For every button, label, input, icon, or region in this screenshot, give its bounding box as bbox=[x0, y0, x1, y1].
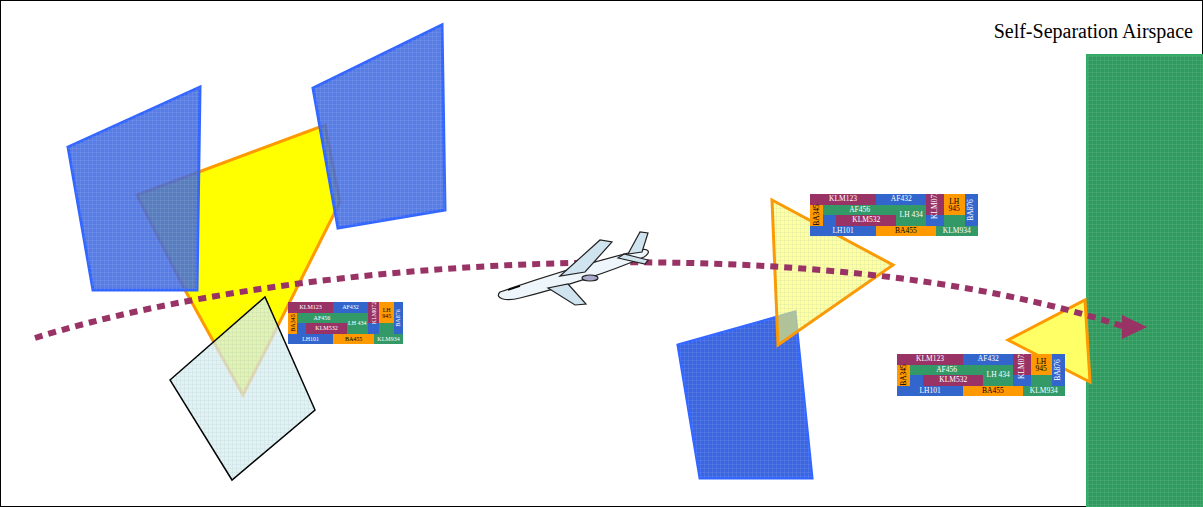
flight-id: BA345 bbox=[900, 364, 908, 386]
flight-id: BA876 bbox=[1055, 359, 1063, 381]
flight-id: LH 434 bbox=[347, 320, 368, 326]
strip-cell: BA455 bbox=[963, 386, 1023, 397]
strip-cell: KLM123 bbox=[288, 302, 333, 313]
strip-filler bbox=[297, 323, 306, 334]
strip-cell: BA345 bbox=[897, 365, 910, 386]
flight-id: AF432 bbox=[978, 356, 999, 364]
flight-id: LH 945 bbox=[1031, 357, 1052, 372]
strip-cell: LH101 bbox=[810, 226, 876, 237]
strip-cell: BA876 bbox=[965, 194, 978, 226]
strip-cell: KLM072 bbox=[368, 302, 380, 323]
flight-id: AF456 bbox=[314, 315, 331, 321]
diagram-title: Self-Separation Airspace bbox=[994, 20, 1193, 43]
strip-cell: LH 945 bbox=[1031, 354, 1052, 375]
strip-cell: KLM934 bbox=[374, 334, 403, 345]
strip-cell: KLM532 bbox=[306, 323, 347, 334]
flight-id: BA876 bbox=[968, 199, 976, 221]
strip-cell: KLM072 bbox=[926, 194, 943, 215]
flight-id: AF432 bbox=[891, 196, 912, 204]
strip-cell: AF456 bbox=[297, 313, 347, 324]
strip-filler bbox=[944, 215, 965, 226]
strip-filler bbox=[368, 323, 380, 334]
flight-id: BA455 bbox=[982, 387, 1004, 395]
flight-id: LH101 bbox=[919, 387, 940, 395]
strip-cell: AF432 bbox=[333, 302, 367, 313]
strip-cell: LH 434 bbox=[347, 313, 368, 334]
strip-cell: KLM532 bbox=[836, 215, 896, 226]
flight-id: BA876 bbox=[395, 309, 401, 326]
strip-cell: LH 434 bbox=[983, 365, 1013, 386]
strip-cell: KLM123 bbox=[810, 194, 876, 205]
flight-id: KLM532 bbox=[939, 377, 967, 385]
green-grid bbox=[1087, 55, 1203, 507]
trajectory-arrowhead bbox=[1122, 315, 1147, 339]
flight-id: KLM532 bbox=[315, 325, 337, 331]
flight-id: BA345 bbox=[290, 314, 296, 331]
flight-id: KLM072 bbox=[371, 301, 377, 323]
strip-cell: KLM532 bbox=[923, 375, 983, 386]
flight-id: KLM934 bbox=[377, 336, 399, 342]
flight-id: KLM934 bbox=[1030, 387, 1058, 395]
strip-cell: LH 945 bbox=[379, 302, 393, 323]
strip-cell: BA455 bbox=[333, 334, 374, 345]
flight-id: AF432 bbox=[342, 304, 359, 310]
strip-cell: KLM123 bbox=[897, 354, 963, 365]
flight-strip-table: KLM123AF432KLM072LH 945BA876BA345AF456LH… bbox=[897, 354, 1065, 396]
flight-id: BA345 bbox=[813, 204, 821, 226]
green-region bbox=[1087, 55, 1203, 507]
flight-strip-table: KLM123 AF432 KLM072LH 945BA876 BA345 AF456LH… bbox=[288, 302, 403, 344]
flight-id: LH 945 bbox=[944, 197, 965, 212]
restricted-zone bbox=[313, 25, 445, 228]
strip-cell: LH101 bbox=[288, 334, 333, 345]
flight-id: KLM934 bbox=[943, 227, 971, 235]
light-zone-grid bbox=[170, 297, 315, 480]
strip-filler bbox=[910, 375, 923, 386]
strip-cell: BA876 bbox=[1052, 354, 1065, 386]
flight-id: KLM072 bbox=[931, 191, 939, 219]
flight-id: BA455 bbox=[345, 336, 362, 342]
strip-filler bbox=[823, 215, 836, 226]
flight-id: KLM123 bbox=[829, 196, 857, 204]
strip-cell: KLM934 bbox=[1023, 386, 1065, 397]
flight-id: AF456 bbox=[849, 206, 870, 214]
flight-id: LH 434 bbox=[896, 211, 926, 219]
strip-cell: BA876 bbox=[394, 302, 403, 334]
strip-cell: BA455 bbox=[876, 226, 936, 237]
strip-cell: AF456 bbox=[910, 365, 983, 376]
flight-id: LH101 bbox=[832, 227, 853, 235]
flight-id: LH 945 bbox=[379, 307, 393, 319]
strip-cell: LH 945 bbox=[944, 194, 965, 215]
strip-cell: KLM934 bbox=[936, 226, 978, 237]
strip-cell: KLM072 bbox=[1013, 354, 1030, 375]
restricted-zone bbox=[68, 87, 200, 290]
strip-filler bbox=[1031, 375, 1052, 386]
strip-cell: LH 434 bbox=[896, 205, 926, 226]
strip-cell: LH101 bbox=[897, 386, 963, 397]
flight-id: KLM123 bbox=[916, 356, 944, 364]
flight-strip-table: KLM123AF432KLM072LH 945BA876BA345AF456LH… bbox=[810, 194, 978, 236]
flight-id: AF456 bbox=[936, 366, 957, 374]
flight-id: KLM532 bbox=[852, 217, 880, 225]
flight-id: KLM072 bbox=[1018, 351, 1026, 379]
restricted-grid bbox=[68, 87, 200, 290]
flight-id: BA455 bbox=[895, 227, 917, 235]
strip-cell: BA345 bbox=[810, 205, 823, 226]
airplane bbox=[498, 232, 648, 305]
flight-id: KLM123 bbox=[299, 304, 321, 310]
restricted-grid bbox=[313, 25, 445, 228]
strip-filler bbox=[379, 323, 393, 334]
flight-id: LH101 bbox=[302, 336, 319, 342]
strip-cell: BA345 bbox=[288, 313, 297, 334]
strip-cell: AF432 bbox=[963, 354, 1013, 365]
strip-cell: AF432 bbox=[876, 194, 926, 205]
flight-id: LH 434 bbox=[983, 371, 1013, 379]
strip-cell: AF456 bbox=[823, 205, 896, 216]
light-zone bbox=[170, 297, 315, 480]
